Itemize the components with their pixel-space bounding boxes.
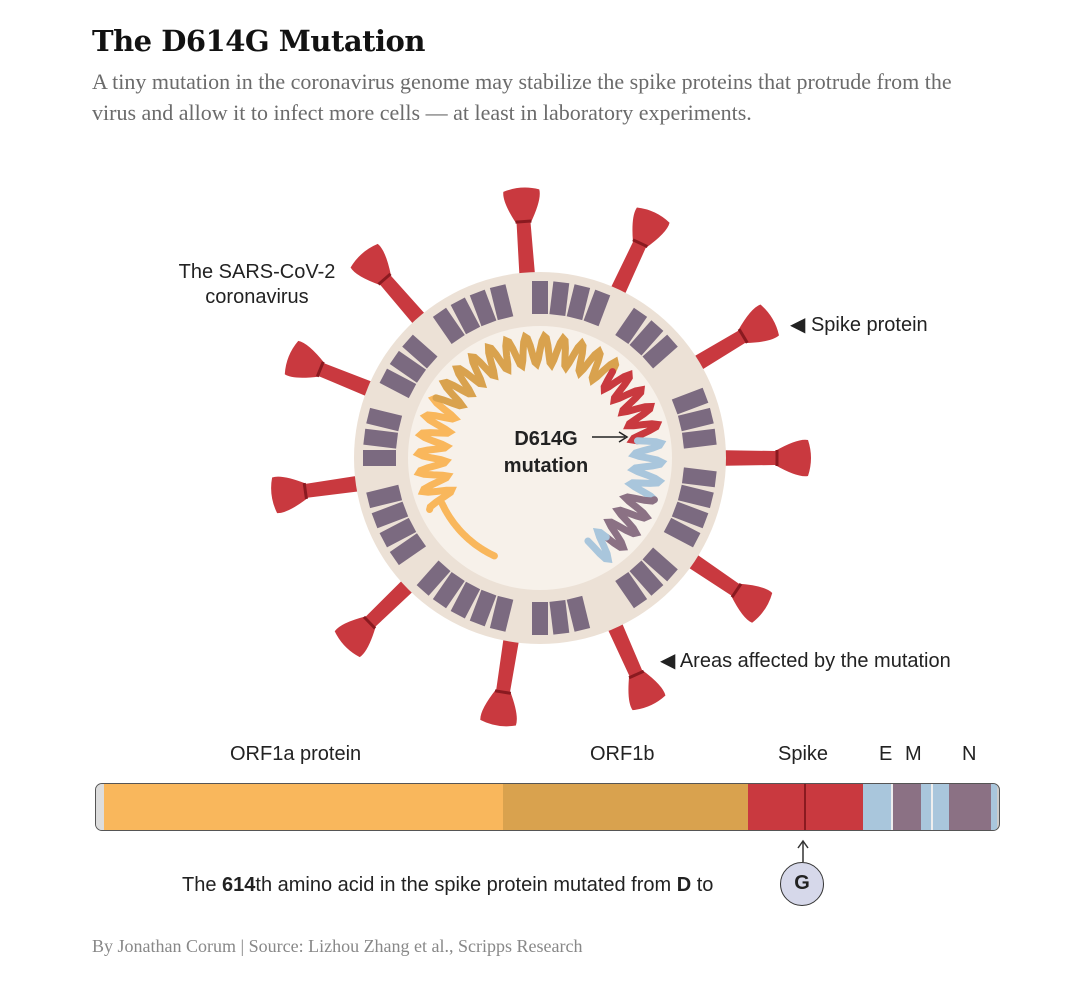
spike-protein (604, 207, 670, 308)
credit-line: By Jonathan Corum | Source: Lizhou Zhang… (92, 936, 583, 956)
segment-label-n: N (962, 743, 977, 765)
membrane-protein (379, 517, 417, 548)
membrane-protein (615, 307, 648, 345)
amino-acid-g-badge: G (780, 862, 824, 906)
membrane-protein (489, 595, 514, 632)
membrane-protein (366, 484, 403, 509)
membrane-protein (371, 501, 409, 529)
membrane-protein (379, 368, 417, 399)
membrane-protein (532, 602, 548, 635)
segment-blue-1 (921, 784, 933, 830)
areas-affected-label: ◀ Areas affected by the mutation (660, 650, 951, 672)
spike-protein (284, 340, 386, 402)
membrane-protein (566, 595, 591, 632)
segment-m (891, 784, 921, 830)
membrane-protein (677, 407, 714, 432)
membrane-protein (681, 428, 717, 449)
segment-orf1b (503, 784, 748, 830)
spike-protein (710, 439, 811, 477)
spike-protein (350, 243, 435, 335)
caption-number: 614 (222, 874, 256, 896)
membrane-protein (489, 284, 514, 321)
genome-bar (95, 783, 1000, 831)
mutation-label-line1: D614G (514, 428, 578, 450)
membrane-protein (549, 599, 570, 635)
membrane-protein (549, 281, 570, 317)
genome-coil-segment (584, 528, 613, 564)
membrane-protein (642, 334, 678, 369)
mutation-caption: The 614th amino acid in the spike protei… (182, 874, 713, 897)
membrane-protein (389, 533, 427, 566)
virus-name-label: The SARS-CoV-2 coronavirus (178, 261, 336, 308)
membrane-protein (629, 320, 664, 356)
membrane-protein (681, 467, 717, 488)
membrane-protein (629, 560, 664, 596)
membrane-protein (366, 407, 403, 432)
spike-protein (676, 546, 773, 623)
spike-protein-label: ◀ Spike protein (790, 314, 928, 336)
segment-end (991, 784, 997, 830)
segment-label-orf1a: ORF1a protein (230, 743, 362, 765)
membrane-protein (432, 571, 465, 609)
segment-spike-a (748, 784, 806, 830)
subtitle: A tiny mutation in the coronavirus genom… (92, 69, 952, 125)
genome-coil-segment (438, 500, 498, 560)
membrane-protein (402, 334, 438, 369)
membrane-protein (416, 560, 451, 596)
membrane-protein (450, 297, 481, 335)
membrane-protein (363, 450, 396, 466)
caption-from: D (676, 874, 692, 896)
membrane-protein (469, 289, 497, 327)
membrane-protein (532, 281, 548, 314)
genome-coil-segment (624, 437, 668, 504)
membrane-protein (363, 428, 399, 449)
membrane-protein (671, 501, 709, 529)
segment-label-spike: Spike (778, 743, 829, 765)
genome-coil-segment (602, 493, 658, 551)
genome-coil-segment (536, 330, 620, 386)
membrane-protein (566, 284, 591, 321)
membrane-protein (615, 571, 648, 609)
virus-illustration (271, 187, 811, 727)
arrowhead-icon (618, 431, 629, 443)
genome-coil-segment (432, 331, 544, 410)
spike-protein (601, 610, 666, 711)
membrane-protein (663, 517, 701, 548)
membrane-protein (677, 484, 714, 509)
membrane-protein (469, 589, 497, 627)
mutation-label-line2: mutation (503, 455, 589, 477)
membrane-protein (450, 581, 481, 619)
spike-protein (503, 187, 540, 289)
page-title: The D614G Mutation (92, 24, 425, 58)
spike-protein (681, 304, 779, 378)
membrane-protein (671, 387, 709, 415)
bar-cap (96, 784, 104, 830)
spike-protein (334, 570, 424, 658)
segment-spike-b (806, 784, 863, 830)
spike-protein (271, 473, 373, 514)
membrane-protein (583, 289, 611, 327)
segment-orf1a (104, 784, 503, 830)
mutation-label: D614G mutation (500, 426, 592, 480)
segment-label-e: E (879, 743, 893, 765)
caption-text: to (691, 874, 714, 896)
segment-n (949, 784, 991, 830)
genome-coil-segment (412, 394, 461, 513)
caption-text: The (182, 874, 223, 896)
caption-text: th amino acid in the spike protein mutat… (255, 874, 677, 896)
membrane-protein (432, 307, 465, 345)
segment-label-m: M (905, 743, 922, 765)
genome-coil-segment (600, 368, 663, 445)
segment-blue-2 (933, 784, 949, 830)
membrane-protein (642, 547, 678, 582)
membrane-protein (389, 350, 427, 383)
spike-protein (480, 624, 522, 727)
segment-e (863, 784, 891, 830)
segment-label-orf1b: ORF1b (590, 743, 655, 765)
